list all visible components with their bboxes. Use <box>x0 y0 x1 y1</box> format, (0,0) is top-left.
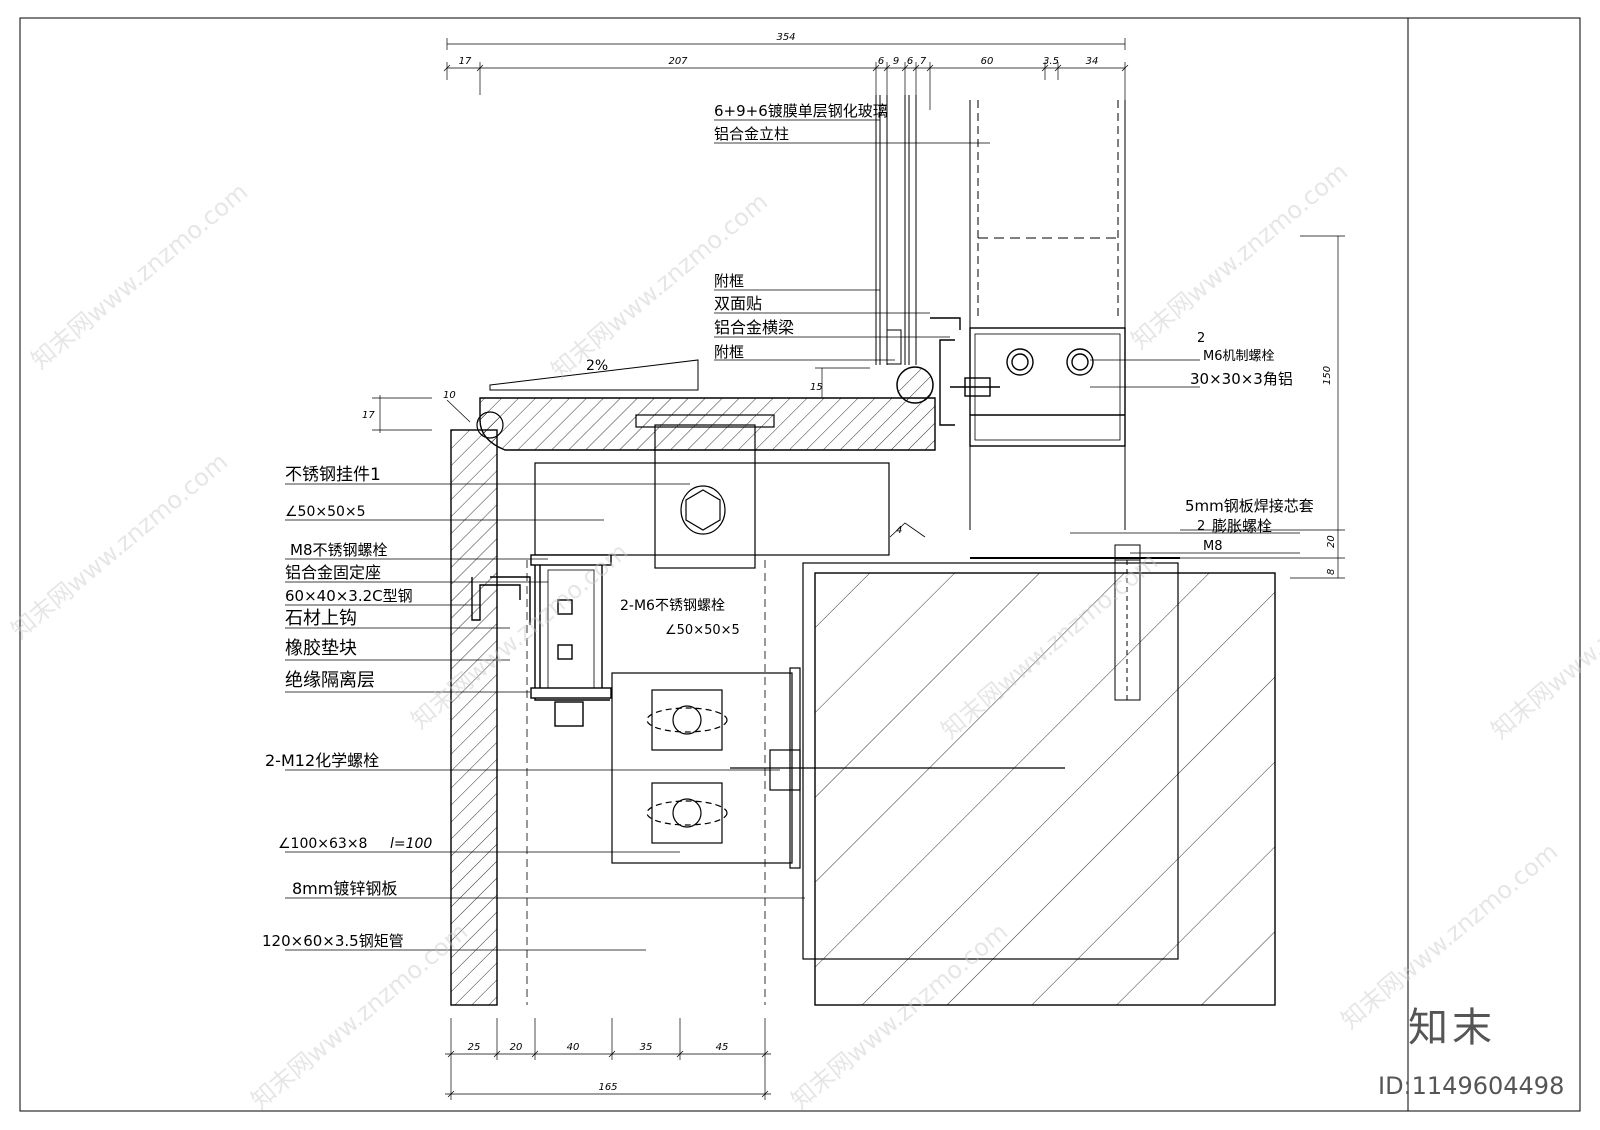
label-insulation: 绝缘隔离层 <box>285 670 375 691</box>
slope-wedge <box>489 359 699 391</box>
glass-unit <box>875 95 917 365</box>
svg-text:知末网www.znzmo.com: 知末网www.znzmo.com <box>6 448 233 645</box>
dim-bottom-35: 35 <box>640 1042 653 1053</box>
label-angle-2: ∠50×50×5 <box>665 623 740 638</box>
label-mullion: 铝合金立柱 <box>714 125 789 143</box>
top-dimension-chain <box>443 38 1129 110</box>
dim-bottom-45: 45 <box>716 1042 729 1053</box>
slope-label: 2% <box>586 358 608 374</box>
label-expansion-qty: 2 <box>1197 519 1205 534</box>
dim-sill-15: 15 <box>810 382 823 393</box>
dim-bottom-25: 25 <box>468 1042 481 1053</box>
label-subframe-2: 附框 <box>714 343 744 361</box>
label-m8: M8 <box>1203 539 1223 554</box>
dim-bottom-40: 40 <box>567 1042 580 1053</box>
right-dimension-chain <box>1180 235 1345 579</box>
label-glass: 6+9+6镀膜单层钢化玻璃 <box>714 102 888 120</box>
galvanised-plate <box>802 562 1179 960</box>
c-channel-assembly <box>471 554 612 727</box>
dim-17-left: 17 <box>362 410 375 421</box>
label-angle-3: ∠100×63×8 <box>278 836 367 852</box>
label-galv-plate: 8mm镀锌钢板 <box>292 879 397 898</box>
sheet-border <box>19 17 1581 1112</box>
label-length: l=100 <box>390 836 432 852</box>
dim-chamfer-10: 10 <box>443 390 456 401</box>
label-double-tape: 双面贴 <box>714 294 762 313</box>
label-alu-seat: 铝合金固定座 <box>285 563 381 582</box>
stone-sill <box>479 397 936 451</box>
concrete-structure <box>814 572 1276 1006</box>
label-c-channel: 60×40×3.2C型钢 <box>285 587 413 605</box>
label-machine-bolt-qty: 2 <box>1197 331 1205 346</box>
label-subframe-1: 附框 <box>714 272 744 290</box>
label-steel-plate-sleeve: 5mm钢板焊接芯套 <box>1185 497 1314 515</box>
dim-right-150: 150 <box>1322 366 1333 385</box>
label-angle-1: ∠50×50×5 <box>285 504 366 520</box>
weld-symbol <box>889 522 926 538</box>
dim-bottom-165: 165 <box>598 1082 617 1093</box>
dim-right-20: 20 <box>1326 535 1337 548</box>
expansion-bolt <box>1114 544 1141 701</box>
label-m6-bolt: 2-M6不锈钢螺栓 <box>620 598 725 614</box>
dim-seg-34: 34 <box>1086 56 1099 67</box>
stone-cladding-panel <box>450 429 498 1006</box>
label-machine-bolt: M6机制螺栓 <box>1203 349 1275 364</box>
small-dims-left <box>372 367 870 433</box>
svg-text:知末网www.znzmo.com: 知末网www.znzmo.com <box>26 178 253 375</box>
aluminium-transom <box>930 317 1126 447</box>
label-angle-alu: 30×30×3角铝 <box>1190 370 1293 388</box>
label-stone-hook: 石材上钩 <box>285 608 357 629</box>
bottom-dimension-chain <box>445 1018 771 1100</box>
brand-logo-text: 知末 <box>1408 1005 1496 1051</box>
stainless-hanger <box>534 414 890 569</box>
label-steel-tube: 120×60×3.5钢矩管 <box>262 932 404 950</box>
dim-seg-7: 7 <box>920 56 927 67</box>
svg-text:知末网www.znzmo.com: 知末网www.znzmo.com <box>1126 158 1353 355</box>
drawing-id: ID:1149604498 <box>1378 1072 1565 1100</box>
dim-bottom-20: 20 <box>510 1042 523 1053</box>
dim-seg-9: 9 <box>893 56 899 67</box>
dim-seg-60: 60 <box>981 56 994 67</box>
dim-seg-17: 17 <box>459 56 472 67</box>
dim-seg-207: 207 <box>668 56 688 67</box>
dim-seg-6a: 6 <box>878 56 884 67</box>
label-m8-bolt: M8不锈钢螺栓 <box>290 541 388 559</box>
label-rubber-block: 橡胶垫块 <box>285 638 357 659</box>
label-transom: 铝合金横梁 <box>714 318 794 337</box>
label-chem-bolt: 2-M12化学螺栓 <box>265 751 379 770</box>
leader-lines <box>285 119 1300 951</box>
dim-seg-6b: 6 <box>907 56 913 67</box>
dim-seg-3-5: 3.5 <box>1043 56 1059 67</box>
dim-overall-354: 354 <box>776 32 795 43</box>
dim-right-8: 8 <box>1326 569 1337 575</box>
aluminium-mullion <box>969 100 1126 530</box>
label-hanger: 不锈钢挂件1 <box>285 465 381 485</box>
weld-size: 4 <box>896 525 902 536</box>
svg-text:知末网www.znzmo.com: 知末网www.znzmo.com <box>406 538 633 735</box>
label-expansion-bolt: 膨胀螺栓 <box>1212 517 1272 535</box>
svg-text:知末网www.znzmo.com: 知末网www.znzmo.com <box>1486 548 1600 745</box>
